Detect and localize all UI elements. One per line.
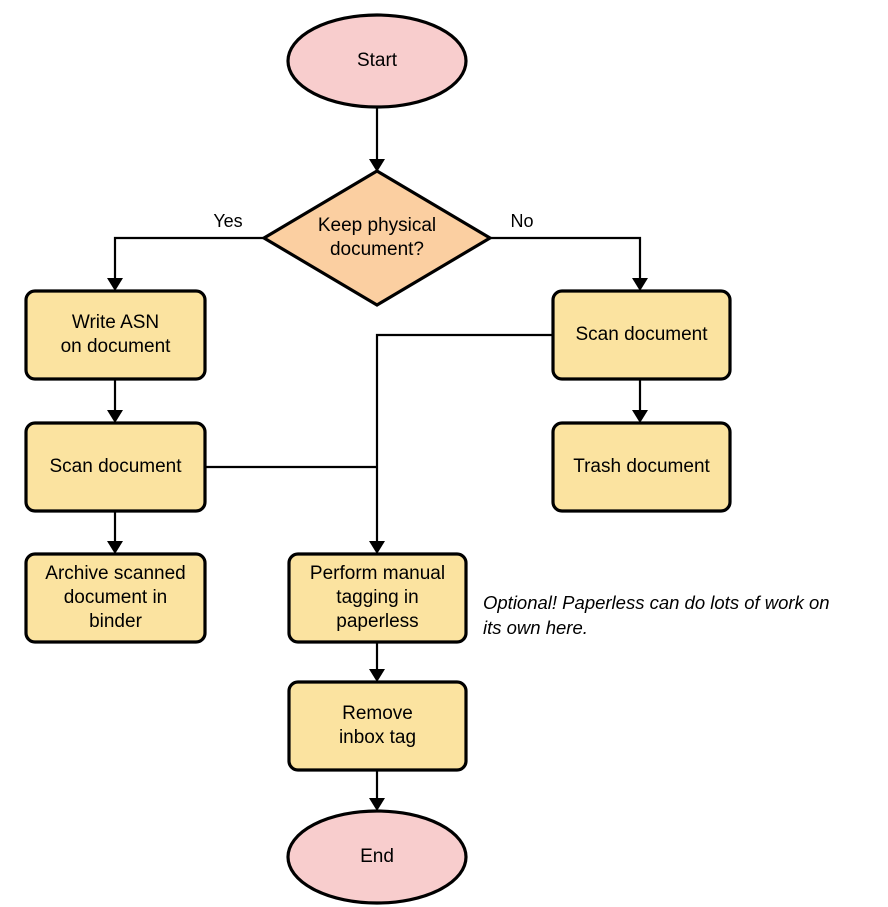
node-label-end: End xyxy=(360,846,394,867)
node-keep-physical[interactable]: Keep physical document? xyxy=(260,169,494,307)
node-label-archive-binder: document in xyxy=(64,587,168,608)
edge-label-decision-yes-to-write-asn: Yes xyxy=(213,211,242,231)
node-trash-document[interactable]: Trash document xyxy=(551,421,732,513)
node-label-manual-tagging: paperless xyxy=(336,611,418,632)
node-label-remove-inbox-tag: Remove xyxy=(342,703,413,724)
node-end[interactable]: End xyxy=(286,809,468,905)
node-start[interactable]: Start xyxy=(286,13,468,109)
node-archive-binder[interactable]: Archive scanned document in binder xyxy=(24,552,207,644)
process-shape xyxy=(551,289,732,381)
edge-label-decision-no-to-scan-right: No xyxy=(510,211,533,231)
arrowhead-icon xyxy=(632,278,648,291)
node-label-write-asn: Write ASN xyxy=(72,312,159,333)
edge-remove-inbox-to-end xyxy=(369,770,385,811)
node-scan-document-right[interactable]: Scan document xyxy=(551,289,732,381)
process-shape xyxy=(24,421,207,513)
edge-write-asn-to-scan-left xyxy=(107,379,123,423)
decision-shape xyxy=(260,169,494,307)
edge-scan-left-to-archive xyxy=(107,511,123,554)
edge-manual-tagging-to-remove-inbox xyxy=(369,642,385,682)
arrowhead-icon xyxy=(369,159,385,172)
edge-decision-yes-to-write-asn: Yes xyxy=(107,211,264,291)
node-label-trash-document: Trash document xyxy=(573,456,710,477)
edge-scan-right-to-trash xyxy=(632,379,648,423)
arrowhead-icon xyxy=(369,669,385,682)
node-label-start: Start xyxy=(357,50,398,71)
node-label-remove-inbox-tag: inbox tag xyxy=(339,727,416,748)
annotations-layer: Optional! Paperless can do lots of work … xyxy=(483,592,830,638)
terminator-shape xyxy=(286,809,468,905)
arrowhead-icon xyxy=(369,541,385,554)
process-shape xyxy=(287,680,468,772)
arrowhead-icon xyxy=(632,410,648,423)
node-label-archive-binder: Archive scanned xyxy=(45,563,185,584)
arrowhead-icon xyxy=(107,278,123,291)
node-manual-tagging[interactable]: Perform manual tagging in paperless xyxy=(287,552,468,644)
process-shape xyxy=(287,552,468,644)
node-scan-document-left[interactable]: Scan document xyxy=(24,421,207,513)
node-label-scan-document-right: Scan document xyxy=(575,324,708,345)
node-write-asn[interactable]: Write ASN on document xyxy=(24,289,207,381)
arrowhead-icon xyxy=(107,410,123,423)
node-label-manual-tagging: tagging in xyxy=(336,587,418,608)
node-label-write-asn: on document xyxy=(61,336,172,357)
arrowhead-icon xyxy=(107,541,123,554)
annotation-optional-note: Optional! Paperless can do lots of work … xyxy=(483,592,830,638)
node-label-keep-physical: Keep physical xyxy=(318,215,436,236)
node-label-scan-document-left: Scan document xyxy=(49,456,182,477)
terminator-shape xyxy=(286,13,468,109)
edge-decision-no-to-scan-right: No xyxy=(490,211,648,291)
process-shape xyxy=(551,421,732,513)
annotation-line: its own here. xyxy=(483,617,588,638)
node-label-archive-binder: binder xyxy=(89,611,142,632)
node-label-keep-physical: document? xyxy=(330,239,424,260)
edge-scan-right-to-manual-tagging xyxy=(369,333,553,554)
annotation-line: Optional! Paperless can do lots of work … xyxy=(483,592,830,613)
node-label-manual-tagging: Perform manual xyxy=(310,563,445,584)
process-shape xyxy=(24,552,207,644)
arrowhead-icon xyxy=(369,798,385,811)
process-shape xyxy=(24,289,207,381)
edge-start-to-decision xyxy=(369,107,385,172)
node-remove-inbox-tag[interactable]: Remove inbox tag xyxy=(287,680,468,772)
edges-layer: Yes No xyxy=(107,107,648,811)
